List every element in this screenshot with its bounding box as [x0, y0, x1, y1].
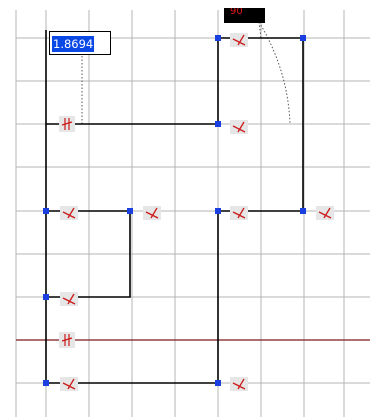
sketch-line-segment[interactable]	[218, 37, 304, 212]
perpendicular-constraint-icon[interactable]	[316, 206, 334, 220]
perpendicular-constraint-icon[interactable]	[143, 206, 161, 220]
perpendicular-constraint-icon[interactable]	[60, 292, 78, 306]
perpendicular-constraint-icon[interactable]	[230, 377, 248, 391]
perpendicular-constraint-icon[interactable]	[230, 206, 248, 220]
perpendicular-constraint-icon[interactable]	[60, 377, 78, 391]
vertex-point-icon[interactable]	[43, 208, 49, 214]
dimension-input[interactable]: 1.8694	[49, 31, 111, 55]
vertex-point-icon[interactable]	[43, 380, 49, 386]
vertex-point-icon[interactable]	[215, 380, 221, 386]
angle-guide	[258, 21, 262, 39]
parallel-constraint-icon[interactable]	[59, 332, 75, 348]
perpendicular-constraint-icon[interactable]	[230, 33, 248, 47]
perpendicular-constraint-icon[interactable]	[230, 120, 248, 134]
angle-arc-guide	[258, 21, 291, 125]
sketch-line-segment[interactable]	[45, 30, 131, 298]
angle-input[interactable]: 90	[224, 8, 265, 23]
vertex-point-icon[interactable]	[215, 121, 221, 127]
dotted-guide-lines	[81, 21, 291, 125]
vertex-point-icon[interactable]	[127, 208, 133, 214]
sketch-line-segment[interactable]	[45, 211, 219, 384]
vertex-point-icon[interactable]	[300, 35, 306, 41]
perpendicular-constraint-icon[interactable]	[60, 206, 78, 220]
vertex-points[interactable]	[43, 35, 306, 386]
angle-value[interactable]: 90	[230, 8, 243, 17]
vertex-point-icon[interactable]	[215, 208, 221, 214]
parallel-constraint-icon[interactable]	[59, 116, 75, 132]
vertex-point-icon[interactable]	[215, 35, 221, 41]
vertex-point-icon[interactable]	[43, 294, 49, 300]
constraint-icons[interactable]	[59, 33, 334, 391]
vertex-point-icon[interactable]	[300, 208, 306, 214]
dimension-value[interactable]: 1.8694	[52, 36, 95, 52]
